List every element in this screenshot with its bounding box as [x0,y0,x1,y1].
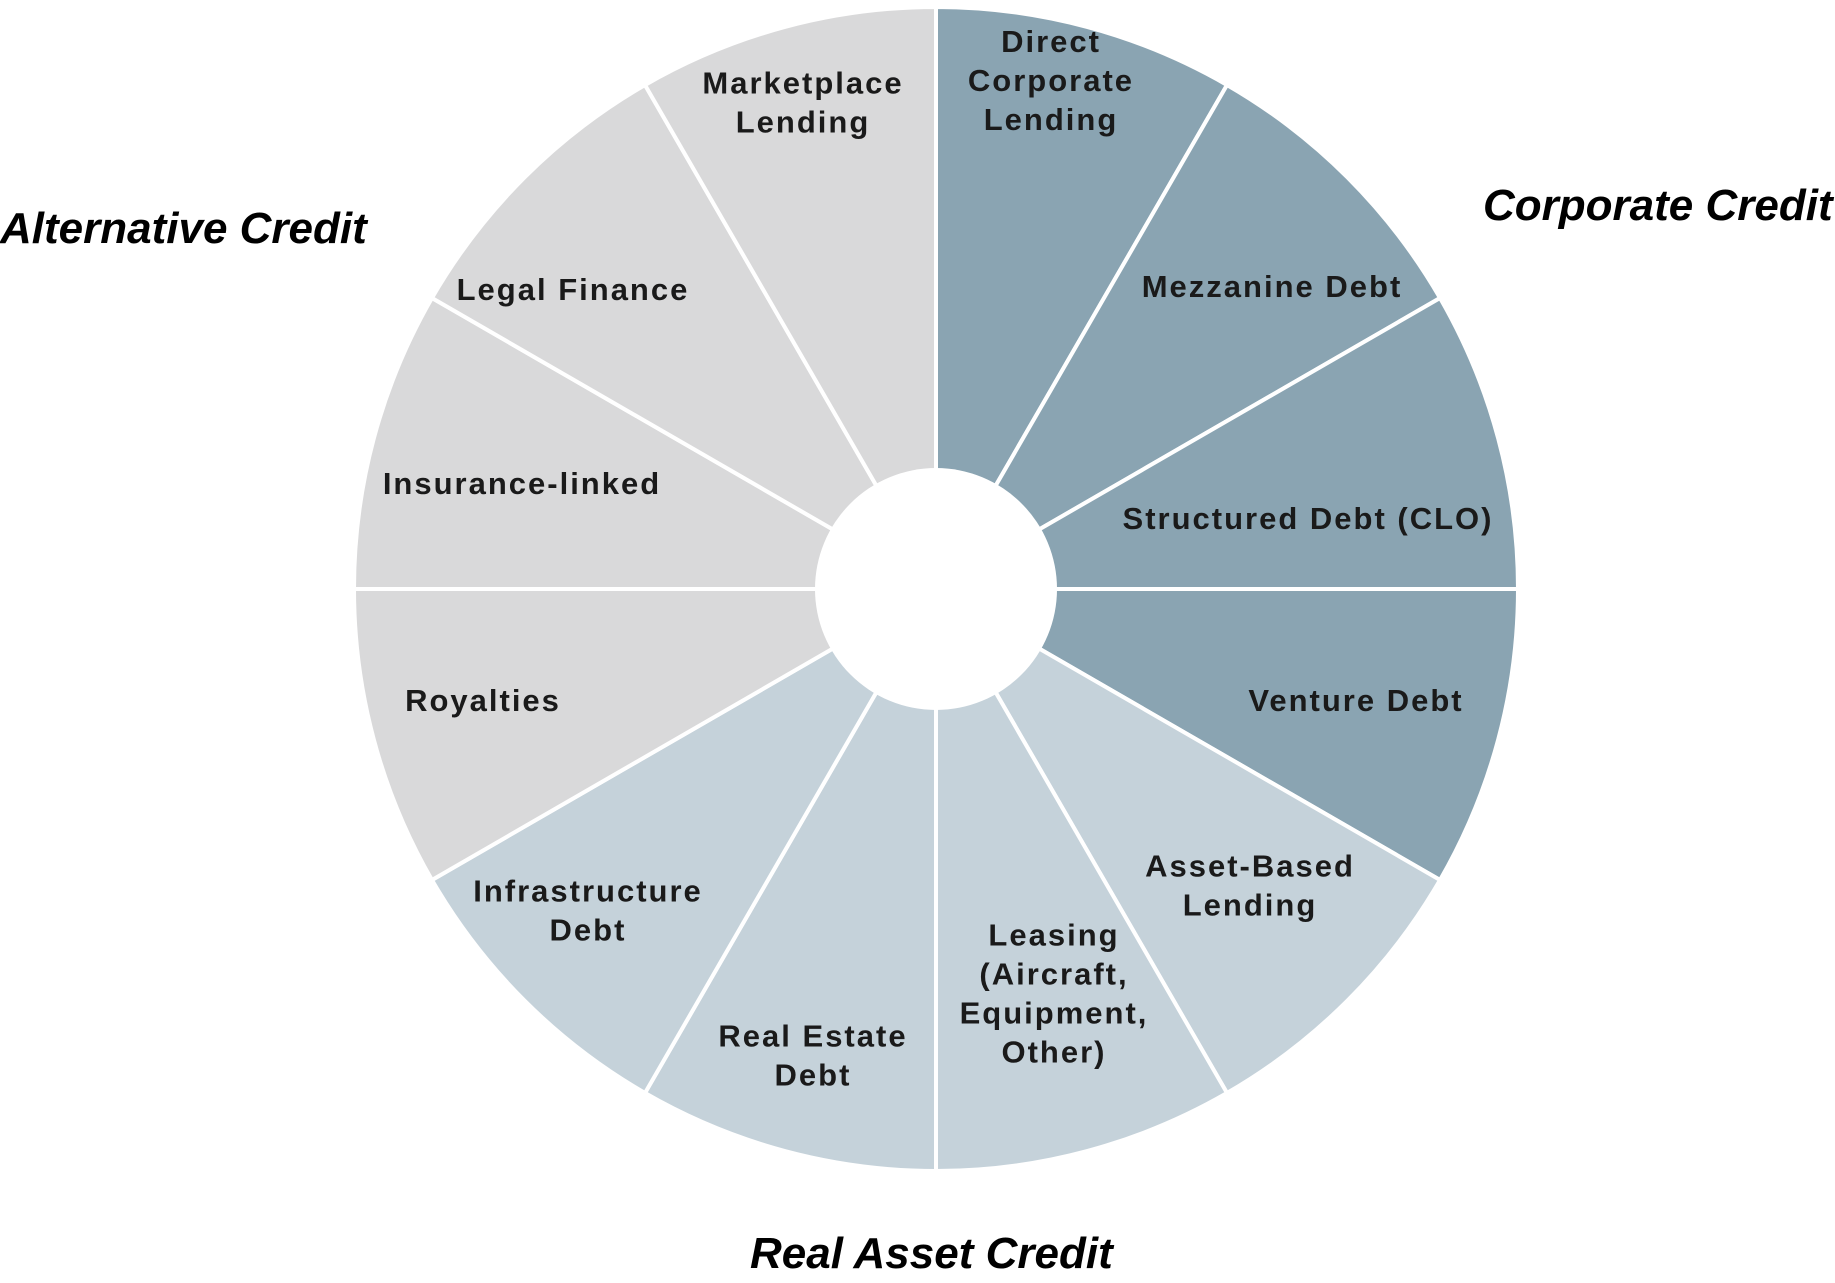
segment-label: Insurance-linked [383,466,661,501]
wheel-segment [934,82,1443,591]
wheel-segment [429,587,938,1096]
wheel-slices [352,5,1520,1173]
segment-label-line: Leasing [988,918,1119,953]
segment-label: Leasing (Aircraft, Equipment, Other) [960,918,1149,1070]
segment-label-line: Equipment, [960,996,1149,1031]
segment-label-line: Corporate [968,63,1134,98]
segment-label: Venture Debt [1248,683,1463,718]
segment-label: Structured Debt (CLO) [1123,501,1494,536]
wheel-segment [934,587,1229,1173]
segment-label-line: Marketplace [702,66,903,101]
segment-label-line: Lending [736,105,871,140]
wheel-segment [934,5,1229,591]
wheel-center-hole [815,468,1057,710]
wheel-segment [429,82,938,591]
segment-label-line: Direct [1001,24,1101,59]
segment-label-line: Real Estate [718,1019,907,1054]
group-label-alternative-credit: Alternative Credit [0,204,369,253]
segment-label-line: Asset-Based [1145,849,1355,884]
wheel-segment [934,296,1520,591]
segment-label-line: Lending [984,102,1119,137]
group-label-corporate-credit: Corporate Credit [1483,181,1835,230]
segment-label: Mezzanine Debt [1142,269,1403,304]
segment-label-line: Debt [550,913,627,948]
segment-label-line: Insurance-linked [383,466,661,501]
wheel-segment [934,587,1443,1096]
segment-label-line: Structured Debt (CLO) [1123,501,1494,536]
segment-label-line: Lending [1183,888,1318,923]
wheel-segment [352,587,938,882]
segment-label-line: (Aircraft, [979,957,1128,992]
group-label-real-asset-credit: Real Asset Credit [750,1229,1115,1278]
segment-label-line: Mezzanine Debt [1142,269,1403,304]
wheel-segment [352,296,938,591]
wheel-segment [934,587,1520,882]
segment-label: Royalties [405,683,561,718]
wheel-segment [643,5,938,591]
segment-label-line: Other) [1002,1035,1107,1070]
wheel-segment [643,587,938,1173]
segment-label-line: Infrastructure [473,874,703,909]
segment-label: Legal Finance [457,272,690,307]
segment-label-line: Royalties [405,683,561,718]
segment-label-line: Debt [775,1058,852,1093]
segment-label-line: Venture Debt [1248,683,1463,718]
segment-label-line: Legal Finance [457,272,690,307]
